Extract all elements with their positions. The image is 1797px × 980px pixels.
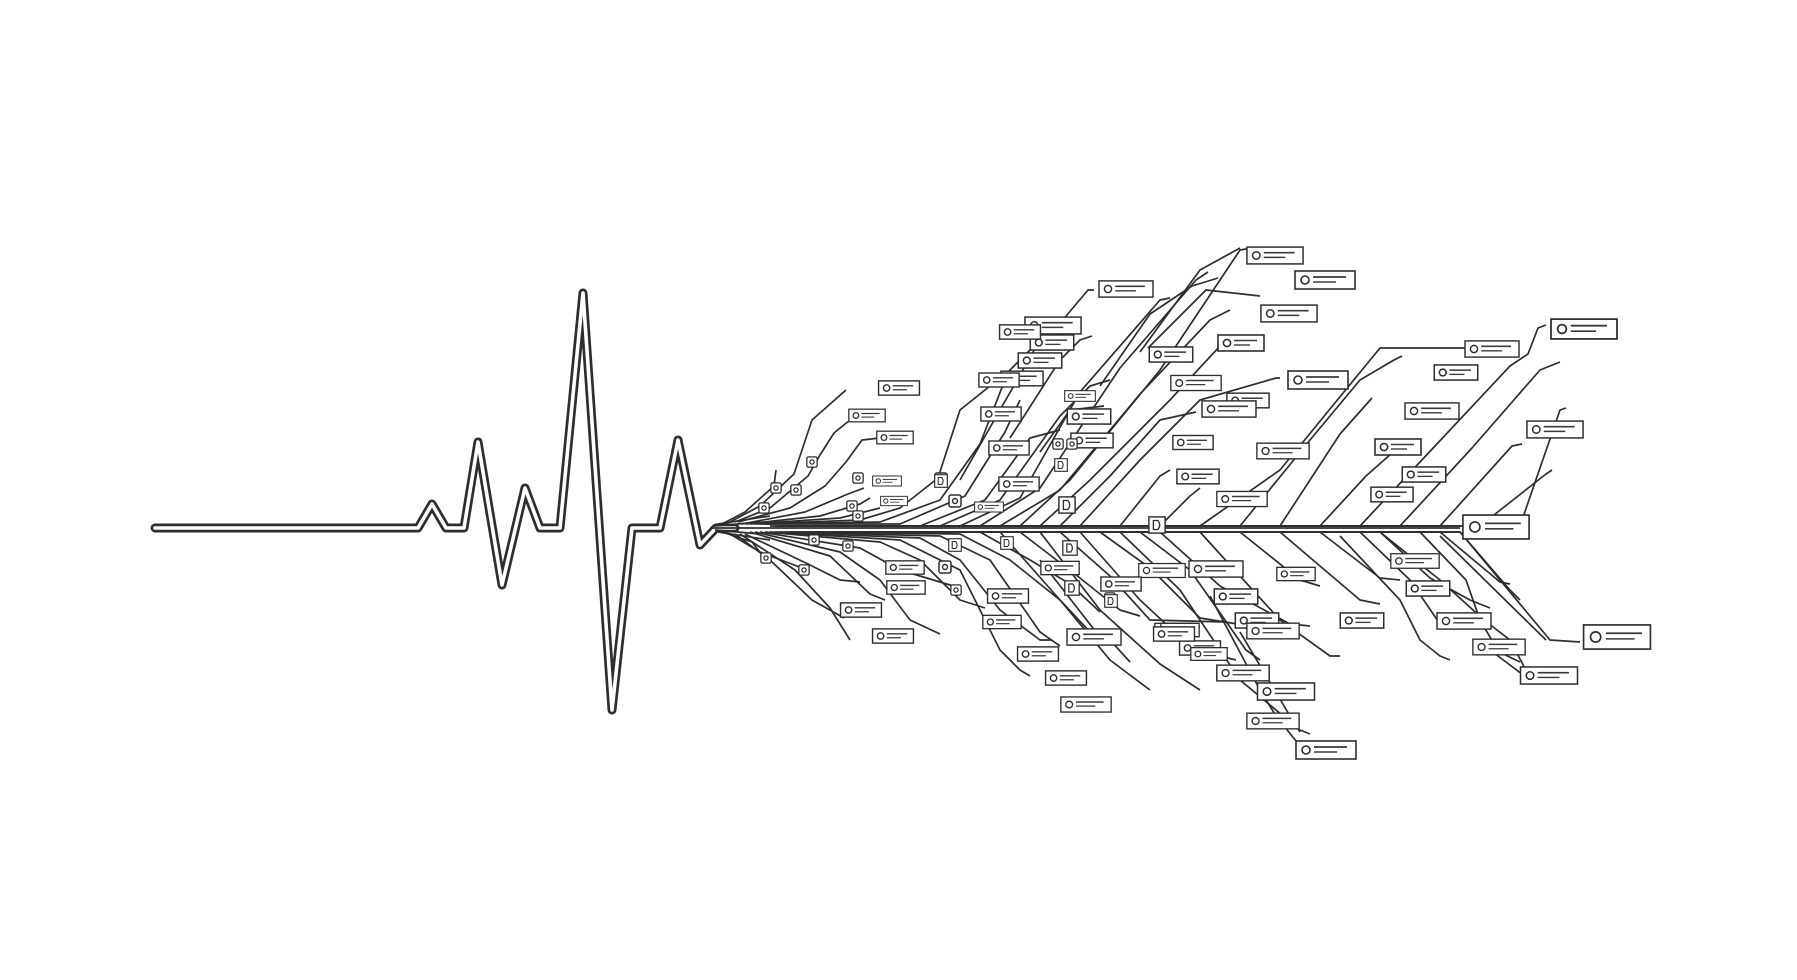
tag-11 [1433, 364, 1479, 381]
tag-75 [1100, 576, 1142, 592]
node-glyph-4 [1148, 516, 1166, 534]
tag-65 [871, 628, 915, 644]
tag-69 [982, 614, 1022, 630]
node-3 [790, 484, 802, 496]
tag-10 [1464, 340, 1520, 358]
tag-6 [1217, 334, 1265, 352]
node-6 [760, 552, 772, 564]
tag-63 [1295, 740, 1357, 760]
tag-52 [1246, 622, 1300, 640]
tag-18 [1066, 408, 1112, 425]
tag-57 [1582, 624, 1652, 650]
tag-54 [1405, 580, 1451, 597]
tag-28 [1462, 514, 1530, 540]
node-glyph-2 [1062, 540, 1078, 556]
tag-66 [886, 580, 926, 595]
node-glyph-7 [948, 538, 962, 552]
label-tags [758, 246, 1652, 760]
tag-8 [1148, 346, 1194, 363]
node-8 [842, 540, 854, 552]
node-glyph-3 [1064, 580, 1080, 596]
node-14 [950, 584, 962, 596]
tag-60 [1190, 646, 1228, 662]
tag-21 [1374, 438, 1422, 456]
tag-19 [1526, 420, 1584, 439]
tag-71 [1016, 646, 1060, 662]
tag-29 [877, 380, 921, 396]
node-glyph-6 [934, 474, 948, 488]
tag-61 [1256, 682, 1316, 701]
tag-31 [876, 430, 914, 445]
tag-40 [880, 495, 908, 507]
tag-73 [1060, 696, 1112, 713]
node-10 [852, 510, 864, 522]
heartbeat-line [150, 288, 740, 715]
node-glyph-5 [1104, 594, 1118, 608]
tag-2 [1294, 270, 1356, 290]
tag-13 [1170, 374, 1222, 392]
tag-48 [1339, 612, 1385, 629]
tag-39 [872, 475, 902, 487]
tag-74 [1152, 626, 1196, 642]
tag-70 [1066, 628, 1122, 646]
node-5 [846, 500, 858, 512]
tag-9 [1550, 318, 1618, 340]
tag-3 [1098, 280, 1154, 298]
tag-33 [998, 324, 1042, 340]
tag-23 [1172, 434, 1214, 451]
node-9 [808, 534, 820, 546]
tag-27 [1370, 486, 1414, 503]
tag-55 [1436, 612, 1492, 630]
node-11 [852, 472, 864, 484]
tag-26 [1216, 490, 1268, 508]
tag-47 [1276, 566, 1316, 582]
node-glyph-8 [1054, 458, 1068, 472]
tag-34 [978, 372, 1020, 388]
tag-16 [1404, 402, 1460, 420]
tag-36 [988, 440, 1030, 456]
tag-72 [1044, 670, 1088, 686]
tag-56 [1472, 638, 1526, 656]
node-15 [938, 560, 952, 574]
tag-24 [1401, 466, 1447, 483]
node-16 [1052, 438, 1064, 450]
tag-62 [1246, 712, 1300, 730]
tag-17 [1201, 400, 1257, 418]
node-glyph-1 [1058, 496, 1076, 514]
tag-37 [1064, 389, 1096, 403]
tag-30 [848, 408, 886, 423]
tag-68 [986, 588, 1030, 604]
tag-43 [1188, 560, 1244, 578]
node-4 [758, 502, 770, 514]
node-17 [1066, 438, 1078, 450]
tag-58 [1519, 666, 1579, 685]
tag-38 [998, 476, 1040, 492]
tag-41 [974, 501, 1004, 513]
tag-42 [1040, 560, 1080, 576]
tag-12 [1287, 370, 1349, 390]
tag-25 [1176, 468, 1220, 485]
node-13 [948, 494, 962, 508]
node-2 [806, 456, 818, 468]
tag-35 [980, 406, 1022, 422]
tag-4 [1260, 304, 1318, 323]
tag-22 [1256, 442, 1310, 460]
branch-network [710, 247, 1581, 747]
tag-53 [1390, 552, 1440, 570]
node-7 [798, 564, 810, 576]
tag-64 [839, 602, 883, 618]
tag-1 [1246, 246, 1304, 265]
tag-44 [1138, 562, 1186, 579]
tag-45 [1213, 588, 1259, 605]
node-glyph-9 [1000, 536, 1014, 550]
tag-7 [1017, 352, 1063, 369]
tag-67 [885, 560, 925, 575]
node-1 [770, 482, 782, 494]
